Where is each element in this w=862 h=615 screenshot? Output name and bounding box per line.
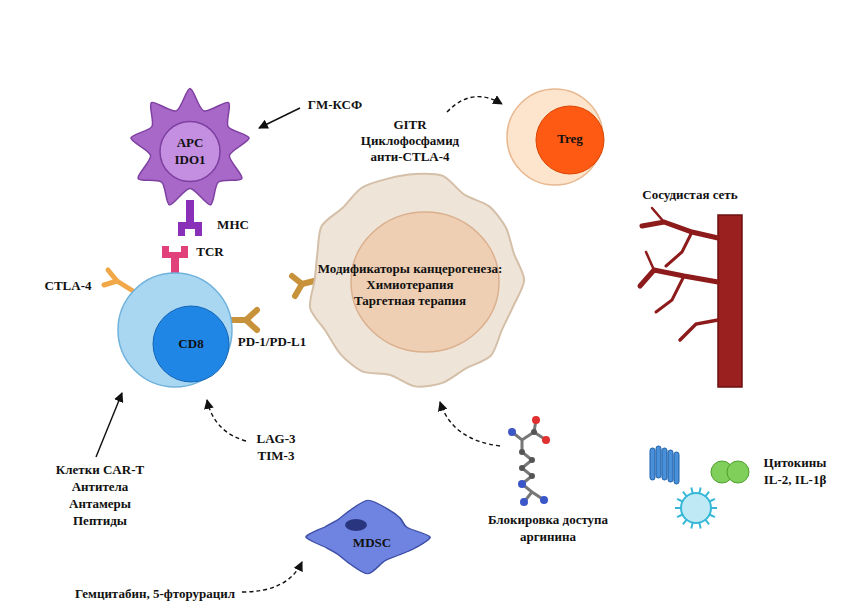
vessel-label: Сосудистая сеть: [642, 187, 737, 204]
factor-label: ГМ-КСФ: [308, 97, 362, 114]
therapy-label: Антамеры: [69, 496, 131, 513]
node-text: MDSC: [353, 535, 391, 551]
receptor-label: PD-1/PD-L1: [238, 334, 307, 351]
drug-label: Гемцитабин, 5-фторурацил: [75, 586, 235, 603]
node-text-group: Treg: [557, 131, 583, 147]
therapy-label: Пептиды: [73, 513, 127, 530]
leader-arrow: [440, 402, 500, 446]
agent-label: GITR: [393, 117, 426, 134]
ctla4-receptor: [104, 270, 133, 291]
pd1-receptor: [230, 310, 257, 330]
node-text-group: CD8: [178, 336, 203, 352]
agent-label: анти-CTLA-4: [370, 149, 449, 166]
node-text: APC: [174, 135, 205, 151]
treg-cell: Treg: [505, 87, 605, 187]
leader-arrow: [207, 400, 246, 441]
therapy-label: Клетки CAR-T: [56, 462, 144, 479]
cytokine-icons: [650, 446, 749, 528]
leader-arrow: [259, 108, 300, 128]
node-text: IDO1: [174, 152, 205, 168]
node-text: Таргетная терапия: [318, 293, 503, 309]
node-text: CD8: [178, 336, 203, 352]
checkpoint-label: LAG-3: [257, 431, 296, 448]
node-text-group: Модификаторы канцерогенеза:ХимиотерапияТ…: [318, 261, 503, 310]
treg-cell-shape: [505, 87, 605, 187]
checkpoint-label: TIM-3: [258, 448, 295, 465]
vessel-network: [640, 208, 742, 387]
node-text-group: APCIDO1: [174, 135, 205, 168]
leader-arrow: [447, 97, 502, 112]
mdsc-cell: MDSC: [298, 500, 438, 574]
tcr-receptor: [162, 246, 188, 274]
cd8-cell-shape: [117, 272, 233, 388]
receptor-label: MHC: [217, 217, 249, 234]
leader-arrow: [242, 562, 302, 592]
tumor-cell: Модификаторы канцерогенеза:ХимиотерапияТ…: [305, 170, 525, 390]
leader-arrow: [96, 393, 122, 457]
apc-cell: APCIDO1: [125, 86, 255, 211]
cd8-cell: CD8: [117, 272, 233, 388]
arginine-molecule: [508, 416, 550, 506]
mhc-receptor: [178, 200, 202, 236]
node-text: Treg: [557, 131, 583, 147]
cytokine-label: Цитокины IL-2, IL-1β: [753, 455, 837, 488]
node-text: Модификаторы канцерогенеза:: [318, 261, 503, 277]
node-text: Химиотерапия: [318, 277, 503, 293]
node-text-group: MDSC: [353, 535, 391, 551]
arginine-label: Блокировка доступа аргинина: [482, 512, 614, 545]
receptor-label: CTLA-4: [45, 278, 92, 295]
agent-label: Циклофосфамид: [361, 133, 459, 150]
therapy-label: Антитела: [72, 479, 129, 496]
receptor-label: TCR: [196, 244, 223, 261]
